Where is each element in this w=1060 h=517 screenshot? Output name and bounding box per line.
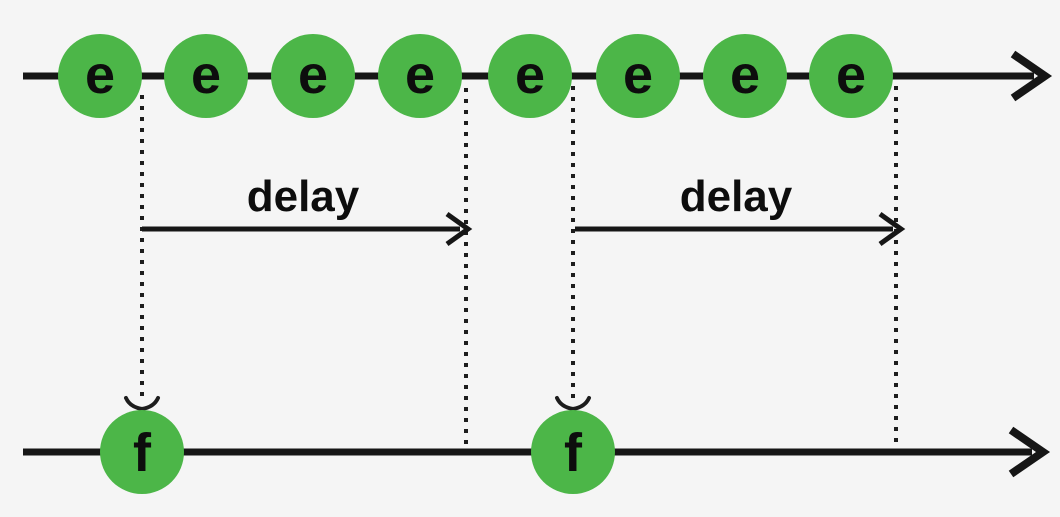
source-event-marble: e <box>271 34 355 118</box>
event-label: e <box>515 45 545 105</box>
delay-arrowhead-icon-2 <box>878 211 906 247</box>
event-label: e <box>623 45 653 105</box>
event-label: e <box>405 45 435 105</box>
source-event-marble: e <box>488 34 572 118</box>
result-event-marble: f <box>100 410 184 494</box>
event-label: e <box>191 45 221 105</box>
event-circle <box>164 34 248 118</box>
event-circle <box>100 410 184 494</box>
event-circle <box>58 34 142 118</box>
event-circle <box>703 34 787 118</box>
delay-label-2: delay <box>680 172 793 221</box>
result-timeline-arrowhead-icon <box>1008 426 1051 478</box>
delay-arrowhead-icon-1 <box>445 211 473 247</box>
event-label: e <box>730 45 760 105</box>
event-label: e <box>85 45 115 105</box>
event-circle <box>488 34 572 118</box>
source-event-marble: e <box>378 34 462 118</box>
result-event-marble: f <box>531 410 615 494</box>
event-circle <box>596 34 680 118</box>
delay-span-2: delay <box>575 172 906 247</box>
source-event-marble: e <box>703 34 787 118</box>
dotted-arrowhead-icon-2 <box>555 396 591 412</box>
result-events: f f <box>100 410 615 494</box>
source-event-marble: e <box>164 34 248 118</box>
event-circle <box>809 34 893 118</box>
source-event-marble: e <box>809 34 893 118</box>
delay-span-1: delay <box>142 172 473 247</box>
event-label: e <box>836 45 866 105</box>
source-events: e e e e e e e e <box>58 34 893 118</box>
event-label: e <box>298 45 328 105</box>
delay-label-1: delay <box>247 172 360 221</box>
result-timeline <box>23 426 1051 478</box>
event-label: f <box>133 423 152 483</box>
event-circle <box>378 34 462 118</box>
projection-lines <box>124 86 898 446</box>
dotted-arrowhead-icon-1 <box>124 396 160 412</box>
event-circle <box>531 410 615 494</box>
event-label: f <box>564 423 583 483</box>
source-event-marble: e <box>596 34 680 118</box>
event-circle <box>271 34 355 118</box>
source-timeline-arrowhead-icon <box>1010 50 1053 102</box>
source-event-marble: e <box>58 34 142 118</box>
